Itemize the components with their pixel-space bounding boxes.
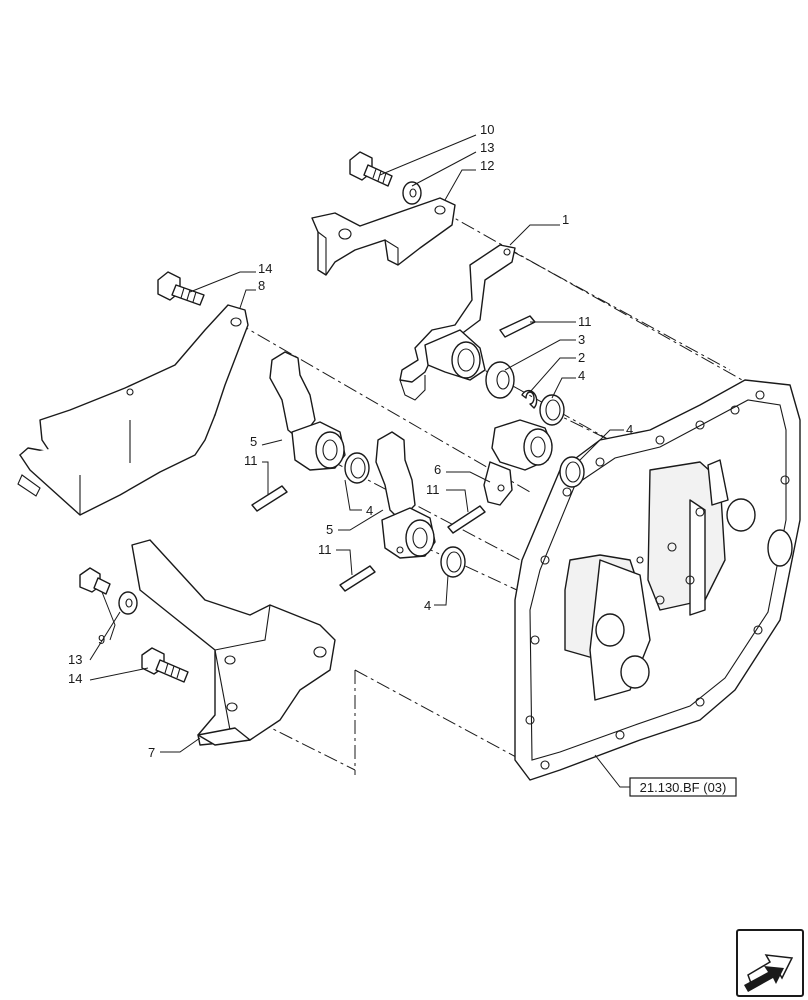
reference-label: 21.130.BF (03) (640, 780, 727, 795)
seal-ring-part-4-d (440, 546, 466, 578)
arm-part-5-upper (269, 351, 346, 471)
arrow-navigation-icon[interactable] (736, 929, 804, 997)
callout-13-top: 13 (480, 140, 494, 155)
callout-11-bottom: 11 (318, 542, 332, 557)
callout-11-top: 11 (578, 314, 592, 329)
transmission-housing (514, 379, 801, 781)
callout-14-bottom: 14 (68, 671, 82, 686)
callout-7: 7 (148, 745, 155, 760)
leader-lines (89, 134, 630, 788)
callout-3: 3 (578, 332, 585, 347)
seal-ring-part-4-c (344, 452, 370, 484)
lever-part-1 (399, 244, 516, 401)
seal-ring-part-4-b (559, 456, 585, 488)
arm-part-6 (483, 419, 553, 506)
washer-part-3 (485, 361, 515, 399)
callout-2: 2 (578, 350, 585, 365)
bracket-part-8 (17, 304, 249, 516)
callout-14-top: 14 (258, 261, 272, 276)
bracket-part-7 (131, 539, 336, 746)
callout-8: 8 (258, 278, 265, 293)
pin-part-11-top (499, 315, 536, 338)
washer-part-13-top (402, 181, 422, 205)
seal-ring-part-4-a (539, 394, 565, 426)
reference-box[interactable]: 21.130.BF (03) (629, 777, 737, 797)
callout-4-upper-right: 4 (578, 368, 585, 383)
arm-part-5-lower (375, 431, 436, 559)
callout-12: 12 (480, 158, 494, 173)
callout-10: 10 (480, 122, 494, 137)
callout-4-mid: 4 (366, 503, 373, 518)
bolt-part-10 (349, 151, 393, 187)
callout-11-mid: 11 (426, 482, 440, 497)
callout-5-upper: 5 (250, 434, 257, 449)
bolt-part-14-bottom (141, 647, 189, 683)
callout-11-left: 11 (244, 453, 258, 468)
callout-1: 1 (562, 212, 569, 227)
washer-part-13-bottom (118, 591, 138, 615)
callout-9: 9 (98, 632, 105, 647)
pin-part-11-bottom (339, 565, 376, 592)
pin-part-11-mid (447, 505, 486, 534)
callout-5-lower: 5 (326, 522, 333, 537)
callout-13-bottom: 13 (68, 652, 82, 667)
callout-6: 6 (434, 462, 441, 477)
callout-4-right: 4 (626, 422, 633, 437)
bolt-part-9 (79, 567, 111, 595)
pin-part-11-left (251, 485, 288, 512)
callout-4-bottom: 4 (424, 598, 431, 613)
bolt-part-14-top (157, 271, 205, 306)
circlip-part-2 (521, 389, 538, 409)
callout-labels: 10 13 12 1 14 8 11 3 2 4 4 5 11 6 11 4 5… (68, 122, 633, 760)
bracket-part-12 (311, 197, 456, 276)
